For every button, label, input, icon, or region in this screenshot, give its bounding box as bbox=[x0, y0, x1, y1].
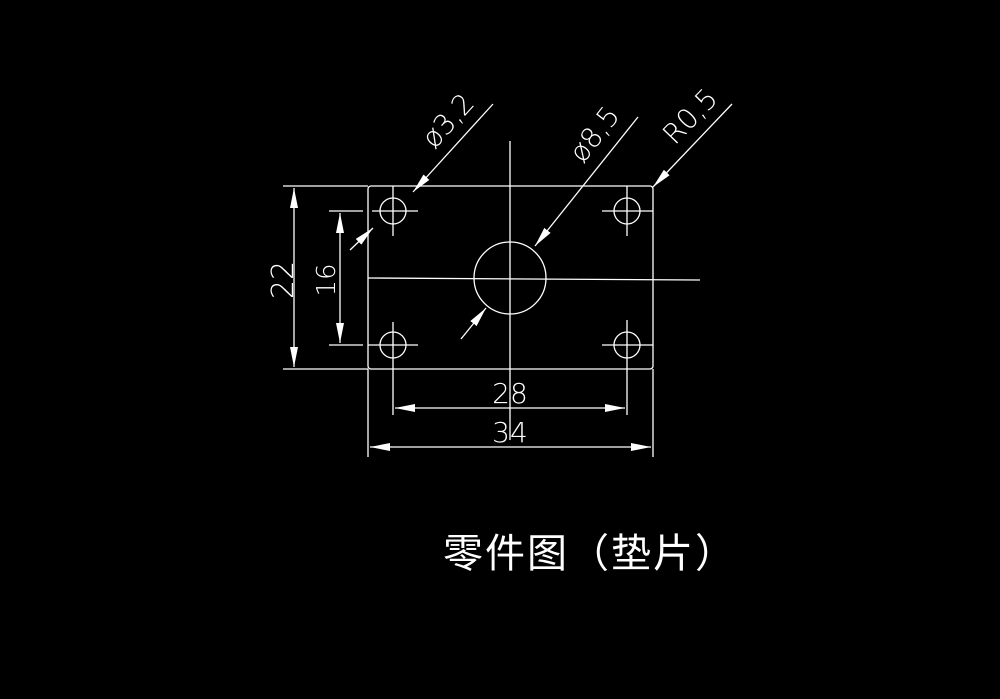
horizontal-centerline bbox=[367, 277, 701, 281]
dim-corner-radius-label: R0,5 bbox=[656, 82, 724, 151]
dim-center-hole-label: ø8,5 bbox=[563, 100, 627, 169]
dimension-overall-width bbox=[367, 369, 654, 457]
hole-top-left bbox=[372, 186, 418, 236]
dim-small-hole-label: ø3,2 bbox=[415, 87, 481, 155]
hole-bottom-right bbox=[602, 320, 653, 415]
dimension-overall-height bbox=[283, 185, 368, 370]
hole-bottom-left bbox=[368, 322, 418, 415]
dim-34-label: 34 bbox=[492, 416, 528, 449]
dim-28-label: 28 bbox=[492, 377, 528, 410]
dim-16-label: 16 bbox=[312, 263, 342, 296]
hole-top-right bbox=[602, 186, 653, 236]
drawing-title: 零件图（垫片） bbox=[443, 531, 737, 577]
center-hole bbox=[473, 241, 547, 315]
leader-small-hole bbox=[349, 103, 494, 251]
dimension-hole-spacing-vertical bbox=[329, 210, 363, 346]
leader-corner-radius bbox=[652, 103, 733, 188]
dim-22-label: 22 bbox=[266, 261, 301, 299]
leader-center-hole bbox=[460, 116, 639, 340]
